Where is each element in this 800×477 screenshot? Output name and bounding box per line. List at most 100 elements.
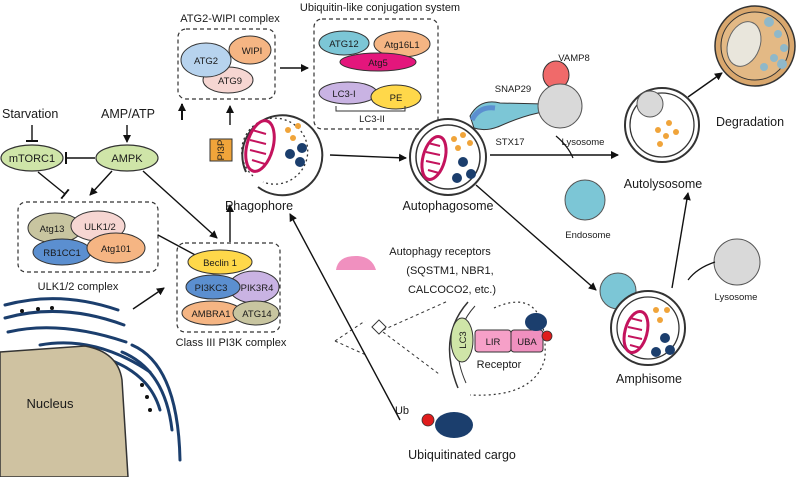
phagophore-label: Phagophore: [225, 199, 293, 213]
atg12-node: [318, 30, 370, 56]
wipi-label: WIPI: [242, 46, 263, 57]
autolysosome-to-degradation-arrow: [687, 72, 723, 98]
amphisome-to-autolysosome-arrow: [671, 192, 691, 289]
amphisome: [610, 290, 686, 366]
mtorc1-node: [0, 144, 64, 172]
atg9-label: ATG9: [218, 76, 242, 87]
ub-node: [421, 413, 435, 427]
wipi-node: [228, 35, 272, 65]
ubl-system-title: Ubiquitin-like conjugation system: [300, 2, 460, 14]
pe-node: [370, 84, 422, 110]
stx17-label: STX17: [495, 137, 524, 148]
zoom-ub: [541, 330, 553, 342]
atg5-node: [339, 52, 417, 72]
atg2-complex-title: ATG2-WIPI complex: [180, 13, 280, 25]
atg101-node: [86, 232, 146, 264]
pik3c3-node: [185, 274, 241, 300]
pe-label: PE: [390, 93, 403, 104]
pik3r4-label: PIK3R4: [241, 283, 274, 294]
atg14-label: ATG14: [242, 309, 271, 320]
atg2-label: ATG2: [194, 56, 218, 67]
phagophore-to-autophagosome-arrow: [329, 153, 407, 162]
rb1cc1-label: RB1CC1: [43, 248, 81, 259]
pik3c3-label: PI3KC3: [195, 283, 228, 294]
ub-label: Ub: [395, 405, 409, 417]
degradation-label: Degradation: [716, 115, 784, 129]
atg14-node: [232, 300, 280, 326]
uba-label: UBA: [517, 337, 537, 348]
ampk-to-pi3k-arrow: [142, 170, 218, 239]
ubiquitin-like-system: ATG12 Atg16L1 Atg5 LC3-I PE LC3-II: [313, 18, 439, 130]
autophagosome-label: Autophagosome: [402, 199, 493, 213]
lysosome-bottom: [713, 238, 761, 286]
vamp8-label: VAMP8: [558, 53, 590, 64]
lc3ii-label: LC3-II: [359, 114, 385, 125]
pi3p-label: PI3P: [216, 140, 227, 161]
atg16l1-label: Atg16L1: [384, 40, 419, 51]
er-to-pi3k-arrow: [132, 287, 165, 310]
atg2-node: [180, 42, 232, 78]
endosome-label: Endosome: [565, 230, 610, 241]
atg2-wipi-complex: WIPI ATG9 ATG2: [177, 28, 276, 100]
zoom-guides: [334, 300, 449, 375]
cargo-label: Ubiquitinated cargo: [408, 448, 516, 462]
lysosome-top-label: Lysosome: [562, 137, 605, 148]
amphisome-label: Amphisome: [616, 372, 682, 386]
lysosome-top: [537, 83, 583, 129]
mtorc1-inhibits-ulk: [37, 171, 70, 200]
nucleus-shape: [0, 345, 129, 477]
uba-domain: [510, 329, 544, 353]
beclin1-node: [187, 249, 253, 275]
autolysosome-label: Autolysosome: [624, 177, 703, 191]
cargo-to-phagophore-arrow: [289, 213, 401, 421]
ulk-complex-title: ULK1/2 complex: [38, 281, 119, 293]
atg13-label: Atg13: [40, 224, 65, 235]
receptors-title: Autophagy receptors: [389, 246, 491, 258]
ribosome-dots: [20, 306, 152, 412]
mtorc1-label: mTORC1: [9, 153, 55, 165]
phagophore: PI3P: [209, 114, 324, 197]
atg5-label: Atg5: [368, 58, 388, 69]
atg101-label: Atg101: [101, 244, 131, 255]
receptors-line1: (SQSTM1, NBR1,: [406, 265, 493, 277]
receptor-label: Receptor: [477, 359, 522, 371]
zoom-box: [371, 319, 387, 335]
lc3-label: LC3: [458, 331, 469, 348]
ampk-node: [95, 144, 159, 172]
pi3k-complex: Beclin 1 PIK3R4 PI3KC3 AMBRA1 ATG14: [176, 242, 281, 333]
degradation-lysosome: [714, 5, 796, 87]
zoom-cargo: [525, 313, 547, 331]
autophagosome: [409, 118, 487, 196]
lc3-node: [450, 317, 474, 363]
starvation-label: Starvation: [2, 107, 58, 121]
receptor-shape: [336, 255, 376, 270]
mitochondrion: [244, 119, 276, 173]
ulk12-label: ULK1/2: [84, 222, 116, 233]
lysosome-bottom-label: Lysosome: [715, 292, 758, 303]
ampk-label: AMPK: [111, 153, 143, 165]
pi3k-complex-title: Class III PI3K complex: [176, 337, 287, 349]
cargo-node: [435, 412, 473, 438]
ampk-activates-ulk: [89, 170, 113, 196]
endoplasmic-reticulum: [3, 297, 182, 462]
lysosome-bottom-fusion-curve: [687, 261, 716, 281]
pi3p-box: [209, 138, 233, 162]
receptor-zoom: LC3 LIR UBA: [448, 301, 553, 396]
lc3ii-bracket: [335, 106, 406, 112]
beclin1-label: Beclin 1: [203, 258, 237, 269]
atg12-label: ATG12: [329, 39, 358, 50]
ulk-complex: Atg13 ULK1/2 RB1CC1 Atg101: [17, 201, 159, 273]
ambra1-label: AMBRA1: [191, 309, 230, 320]
receptors-line2: CALCOCO2, etc.): [408, 284, 496, 296]
lysosome-fusion-curve: [555, 135, 574, 159]
snap29-label: SNAP29: [495, 84, 531, 95]
lc3i-label: LC3-I: [332, 89, 355, 100]
nucleus-label: Nucleus: [27, 396, 74, 411]
endosome: [564, 179, 606, 221]
autolysosome: [624, 87, 700, 163]
lir-label: LIR: [486, 337, 501, 348]
amp-atp-label: AMP/ATP: [101, 107, 155, 121]
autophagosome-to-amphisome-arrow: [475, 184, 597, 291]
